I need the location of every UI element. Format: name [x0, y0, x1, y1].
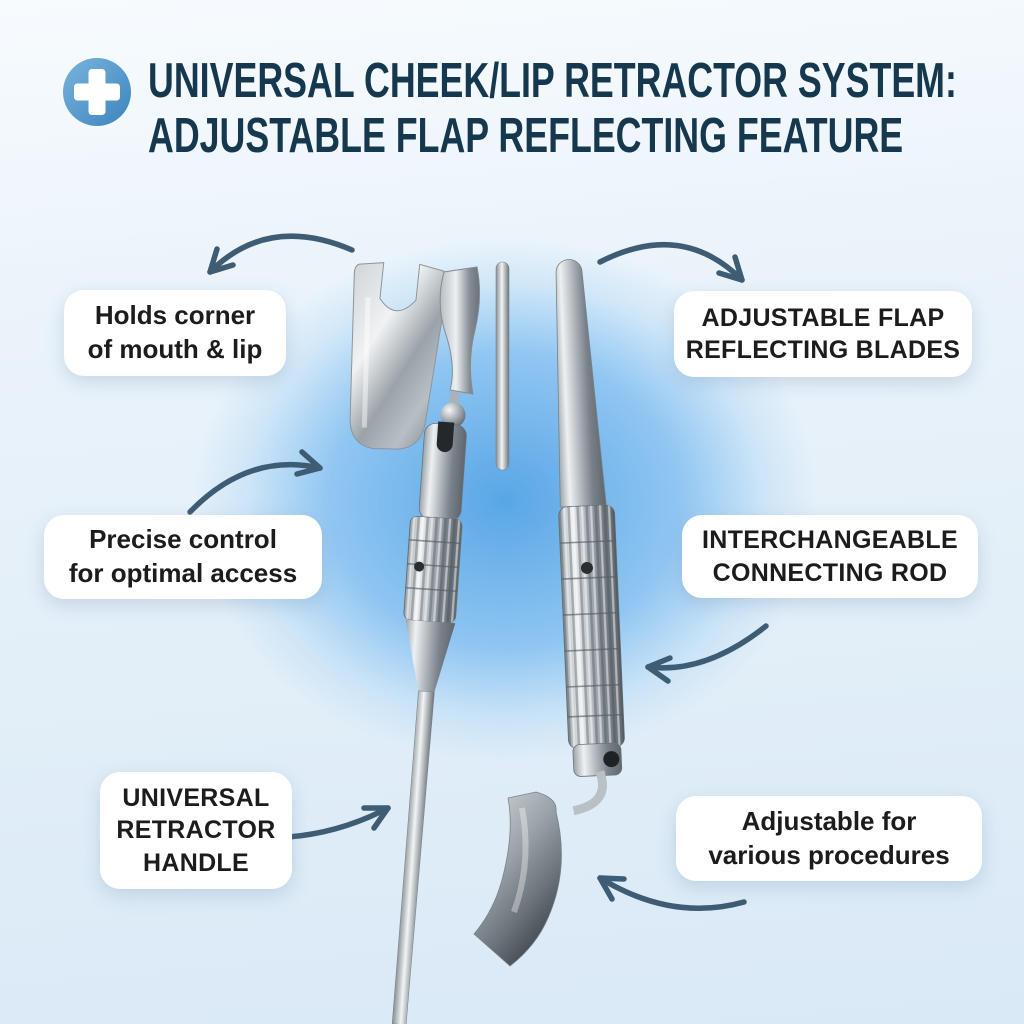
callout-text: RETRACTOR: [116, 816, 276, 845]
callout-flap-blades: ADJUSTABLE FLAP REFLECTING BLADES: [674, 291, 972, 377]
callout-adjustable: Adjustable for various procedures: [676, 796, 982, 881]
callout-text: ADJUSTABLE FLAP: [701, 303, 945, 332]
callout-text: for optimal access: [68, 558, 298, 588]
flap-reflecting-blade: [439, 266, 481, 428]
arrow-holds-corner: [207, 233, 355, 275]
callout-text: Holds corner: [94, 300, 256, 331]
callout-precise-control: Precise control for optimal access: [44, 515, 322, 599]
callout-text: UNIVERSAL: [122, 783, 270, 812]
arrow-precise-control: [187, 449, 323, 515]
callout-text: Precise control: [89, 524, 277, 555]
arrow-adjustable: [597, 875, 747, 911]
callout-arrows: [187, 233, 769, 911]
curved-retractor-blade: [473, 791, 562, 967]
callout-text: REFLECTING BLADES: [685, 336, 961, 364]
arrow-connecting-rod: [645, 623, 769, 684]
title-line-1: UNIVERSAL CHEEK/LIP RETRACTOR SYSTEM:: [148, 54, 957, 108]
arrow-flap-blades: [597, 242, 745, 283]
callout-text: HANDLE: [143, 848, 249, 877]
callout-text: of mouth & lip: [87, 334, 263, 364]
callout-text: INTERCHANGEABLE: [702, 526, 958, 554]
medical-cross-icon: [62, 57, 132, 127]
blade-neck: [572, 770, 607, 816]
callout-holds-corner: Holds corner of mouth & lip: [64, 290, 286, 376]
fork-retractor-blade: [349, 262, 449, 450]
page-title: UNIVERSAL CHEEK/LIP RETRACTOR SYSTEM: AD…: [148, 54, 1024, 164]
callout-text: Adjustable for: [741, 805, 917, 836]
callout-text: various procedures: [708, 839, 950, 870]
connecting-rod: [495, 261, 510, 471]
ball-joint: [440, 402, 466, 428]
retractor-handle-left: [391, 421, 467, 1024]
title-line-2: ADJUSTABLE FLAP REFLECTING FEATURE: [148, 108, 904, 163]
callout-connecting-rod: INTERCHANGEABLE CONNECTING ROD: [682, 515, 978, 598]
callout-retractor-handle: UNIVERSAL RETRACTOR HANDLE: [100, 772, 292, 889]
callout-text: CONNECTING ROD: [712, 558, 948, 587]
arrow-retractor-handle: [285, 805, 391, 840]
retractor-handle-right: [555, 259, 625, 816]
